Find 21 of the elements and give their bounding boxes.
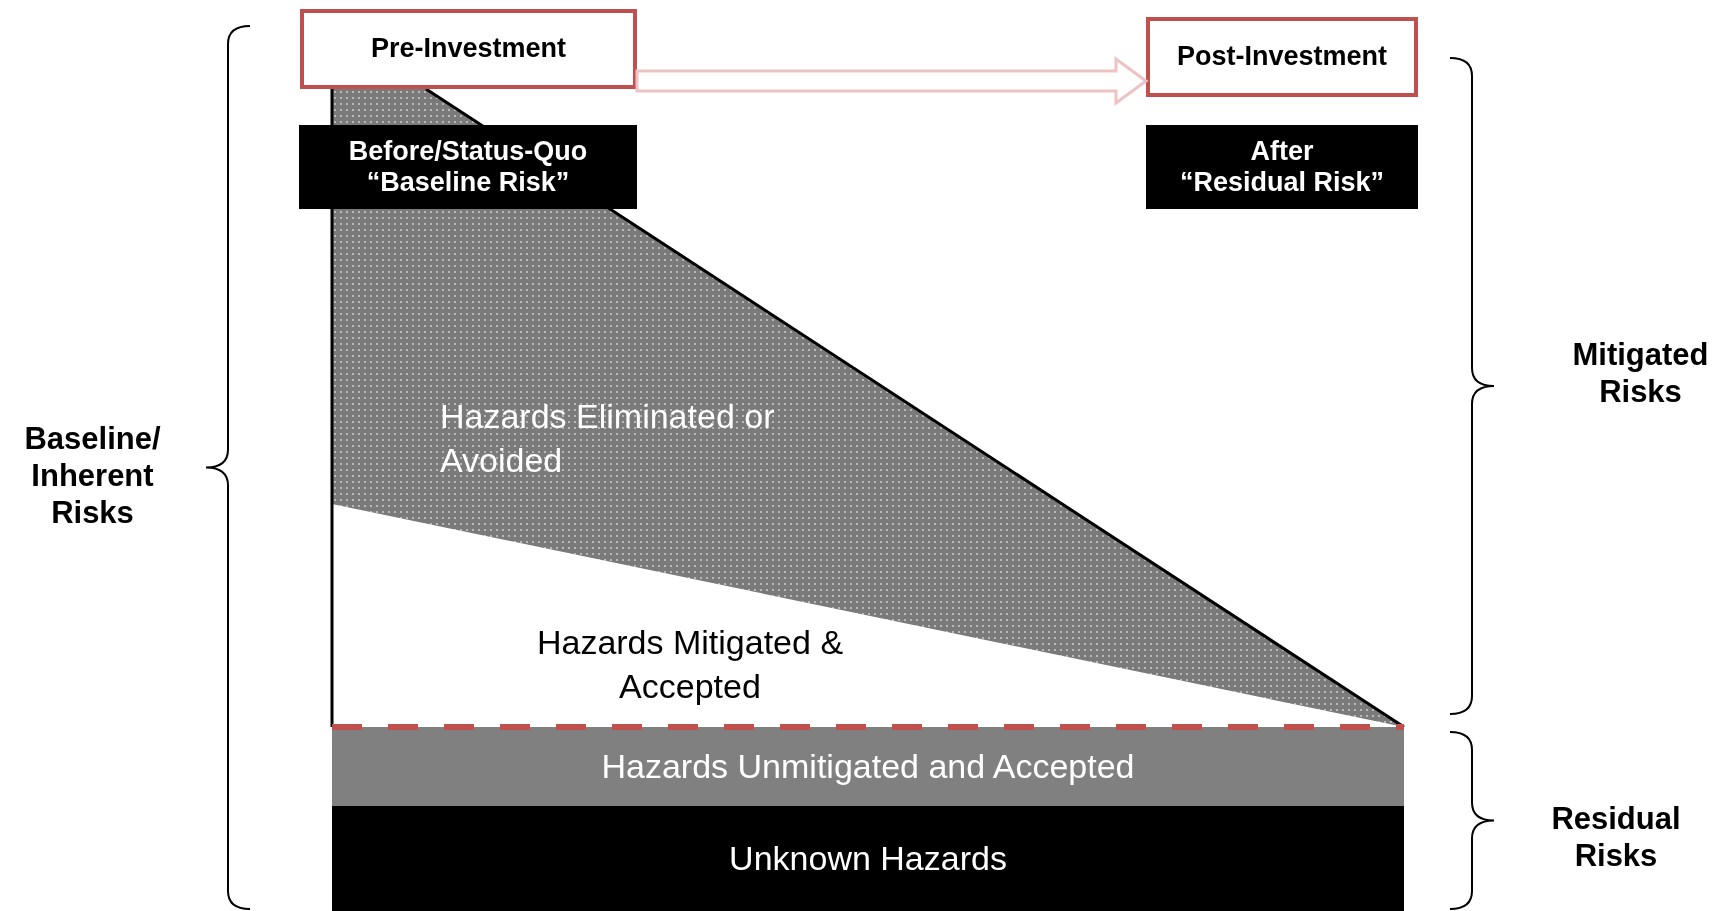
box-text: After xyxy=(1250,135,1314,167)
bracket-label: Mitigated Risks xyxy=(1571,336,1710,411)
state-label-box xyxy=(299,125,637,209)
state-label-box xyxy=(1146,125,1418,209)
box-text: “Residual Risk” xyxy=(1179,167,1385,199)
stage-header-box xyxy=(1146,17,1418,97)
band-label: Hazards Unmitigated and Accepted xyxy=(601,746,1135,788)
region-label: Hazards Eliminated or Avoided xyxy=(440,396,776,482)
unknown-hazards-band xyxy=(332,806,1404,911)
eliminated-hazards-region xyxy=(332,89,1404,727)
bracket-label: Residual Risks xyxy=(1550,800,1682,875)
box-text: Post-Investment xyxy=(1176,41,1387,73)
band-label: Unknown Hazards xyxy=(729,838,1007,880)
bracket-label: Baseline/ Inherent Risks xyxy=(23,420,162,532)
box-text: Pre-Investment xyxy=(370,33,567,65)
box-text: Before/Status-Quo xyxy=(348,135,588,167)
stage-header-box xyxy=(300,9,637,89)
unmitigated-hazards-band xyxy=(332,727,1404,806)
box-text: “Baseline Risk” xyxy=(366,167,570,199)
hollow-arrow xyxy=(635,56,1149,106)
region-label: Hazards Mitigated & Accepted xyxy=(535,622,845,708)
